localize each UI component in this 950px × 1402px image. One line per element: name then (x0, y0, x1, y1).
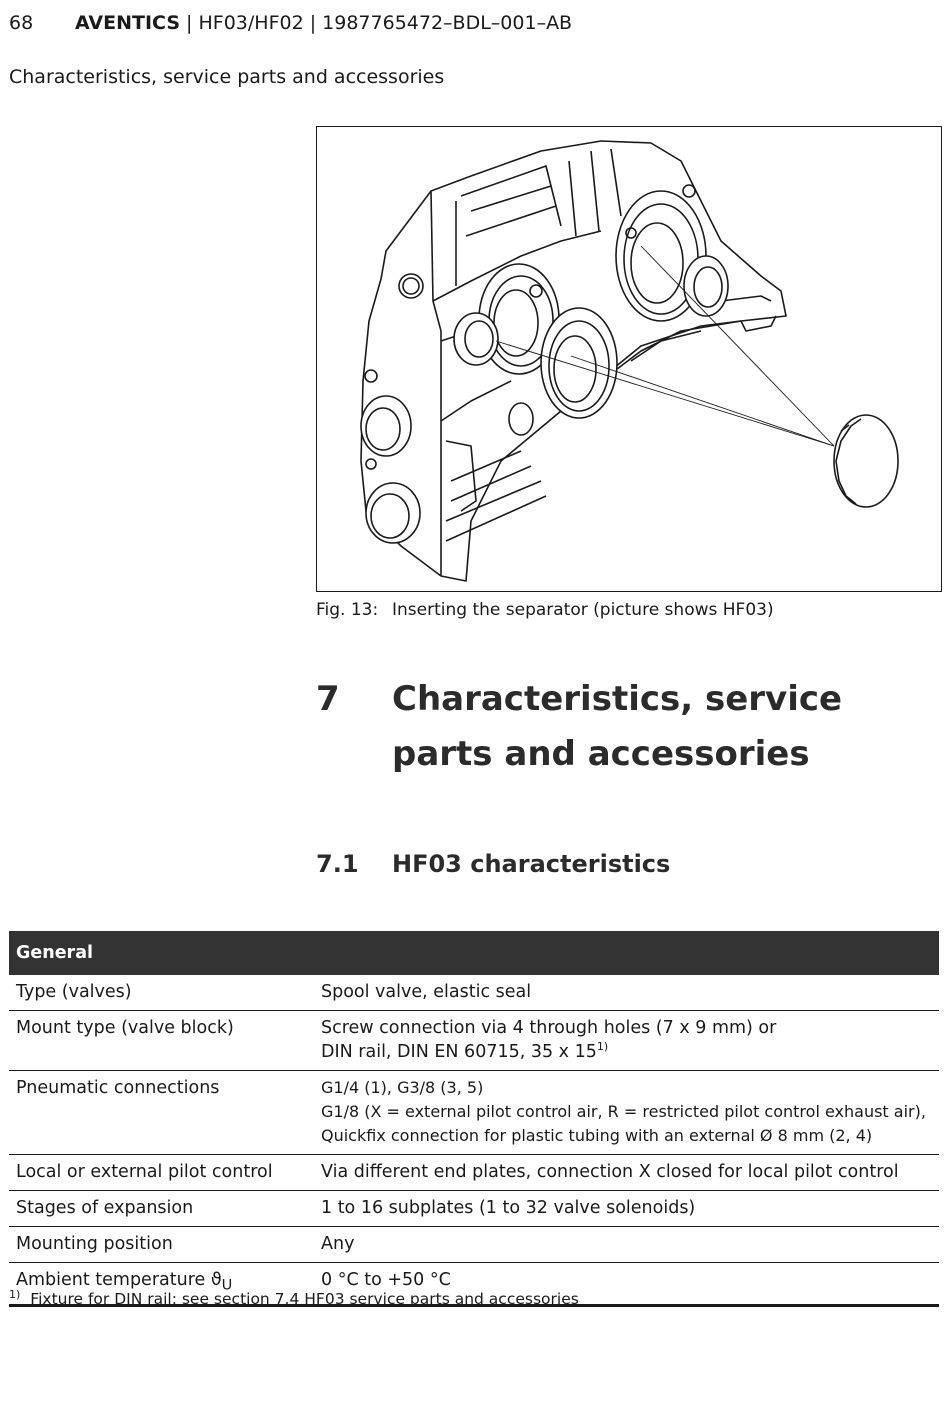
row-value: Spool valve, elastic seal (314, 975, 939, 1011)
row-value: Screw connection via 4 through holes (7 … (314, 1010, 939, 1071)
section-number: 7.1 (316, 850, 359, 878)
row-label: Mount type (valve block) (9, 1010, 314, 1071)
page-number: 68 (9, 12, 34, 34)
table-row: Mount type (valve block) Screw connectio… (9, 1010, 939, 1071)
characteristics-table: General Type (valves) Spool valve, elast… (9, 931, 939, 1307)
row-value: 1 to 16 subplates (1 to 32 valve solenoi… (314, 1190, 939, 1227)
row-value: Via different end plates, connection X c… (314, 1154, 939, 1191)
document-id: | HF03/HF02 | 1987765472–BDL–001–AB (180, 12, 573, 34)
table-header-general: General (9, 931, 939, 975)
figure-caption: Fig. 13: Inserting the separator (picture… (316, 600, 774, 620)
table-row: Pneumatic connections G1/4 (1), G3/8 (3,… (9, 1070, 939, 1155)
row-value: Any (314, 1226, 939, 1263)
table-row: Ambient temperature ϑU 0 °C to +50 °C (9, 1262, 939, 1307)
footnote: 1) Fixture for DIN rail: see section 7.4 … (9, 1287, 579, 1308)
row-value: G1/4 (1), G3/8 (3, 5)G1/8 (X = external … (314, 1070, 939, 1155)
footnote-text: Fixture for DIN rail: see section 7.4 HF… (30, 1290, 579, 1308)
row-label: Ambient temperature ϑU (9, 1262, 314, 1307)
table-row: Stages of expansion 1 to 16 subplates (1… (9, 1190, 939, 1227)
table-header-row: General (9, 931, 939, 975)
chapter-number: 7 (316, 679, 340, 719)
section-title: HF03 characteristics (392, 850, 671, 878)
row-label: Pneumatic connections (9, 1070, 314, 1155)
chapter-title: Characteristics, service parts and acces… (392, 679, 843, 774)
table-row: Local or external pilot control Via diff… (9, 1154, 939, 1191)
figure-caption-text: Inserting the separator (picture shows H… (392, 600, 774, 620)
row-label: Mounting position (9, 1226, 314, 1263)
table-row: Type (valves) Spool valve, elastic seal (9, 975, 939, 1011)
figure-illustration (316, 126, 942, 592)
row-value: 0 °C to +50 °C (314, 1262, 939, 1307)
section-heading: 7.1 HF03 characteristics (316, 850, 670, 878)
running-title: Characteristics, service parts and acces… (9, 66, 445, 88)
brand-name: AVENTICS (75, 12, 181, 34)
row-label: Type (valves) (9, 975, 314, 1011)
page-header: 68 AVENTICS | HF03/HF02 | 1987765472–BDL–… (9, 12, 572, 34)
footnote-mark: 1) (9, 1287, 21, 1301)
valve-separator-drawing (360, 140, 899, 582)
footnote-ref: 1) (596, 1040, 609, 1054)
row-label: Stages of expansion (9, 1190, 314, 1227)
row-label: Local or external pilot control (9, 1154, 314, 1191)
table-row: Mounting position Any (9, 1226, 939, 1263)
figure-label: Fig. 13: (316, 600, 379, 620)
